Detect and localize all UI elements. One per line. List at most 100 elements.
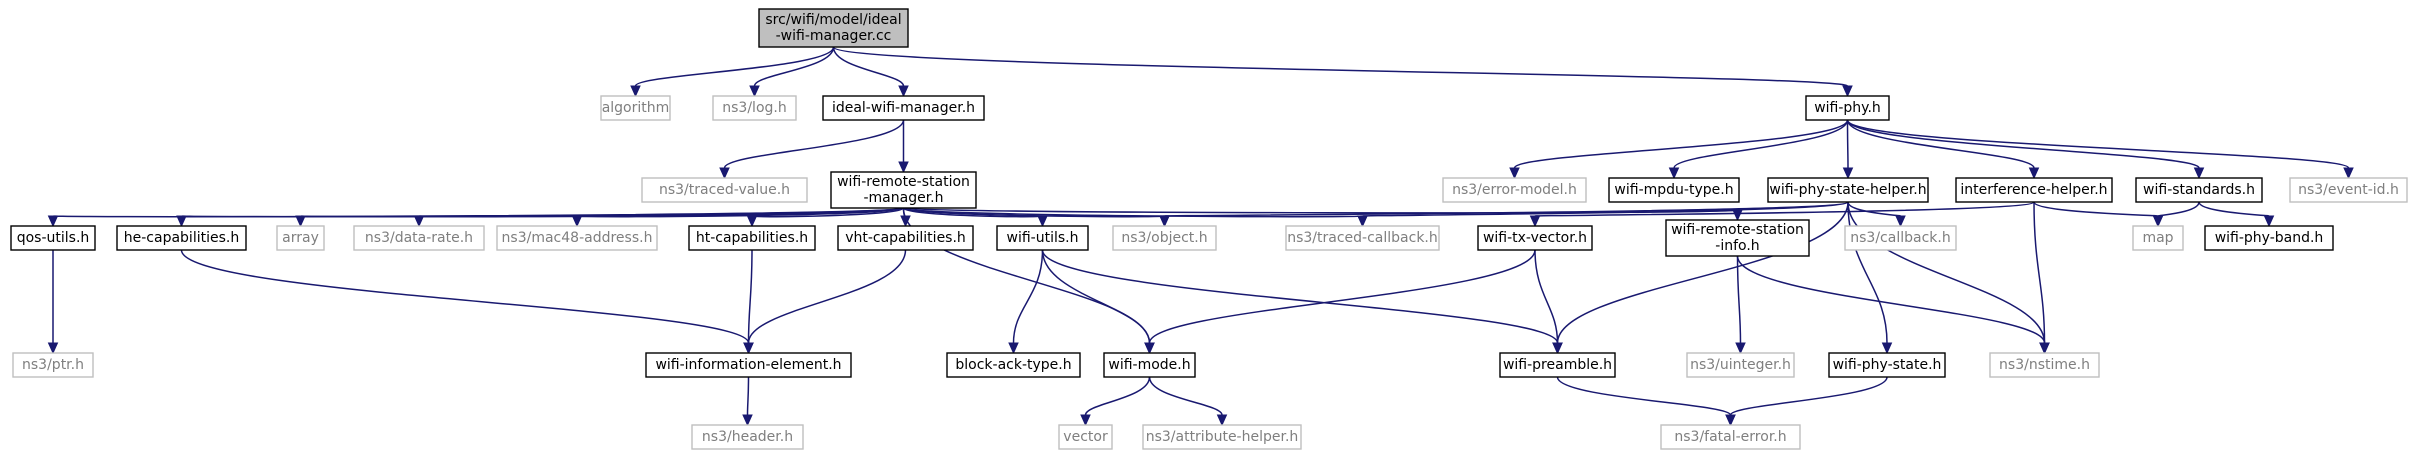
node-infoelem[interactable]: wifi-information-element.h bbox=[645, 352, 852, 378]
edge-phystatehelper-to-phystate bbox=[1847, 201, 1888, 344]
node-box-txvector bbox=[1477, 225, 1593, 251]
node-htcap[interactable]: ht-capabilities.h bbox=[688, 225, 816, 251]
node-box-standards bbox=[2135, 177, 2263, 203]
arrowhead-remotemgr-to-stationinfo bbox=[1732, 209, 1743, 222]
node-label-header: ns3/header.h bbox=[702, 429, 793, 445]
node-blockack[interactable]: block-ack-type.h bbox=[946, 352, 1081, 378]
node-box-attrhelper bbox=[1142, 424, 1302, 450]
arrowhead-root-to-ns3log bbox=[749, 85, 760, 98]
node-label-tracedvalue: ns3/traced-value.h bbox=[659, 182, 790, 198]
node-label-remotemgr: wifi-remote-station bbox=[837, 174, 970, 190]
edge-remotemgr-to-htcap bbox=[751, 207, 905, 218]
node-hecap[interactable]: he-capabilities.h bbox=[116, 225, 247, 251]
edge-stationinfo-to-nstime bbox=[1736, 255, 2046, 344]
node-interference[interactable]: interference-helper.h bbox=[1955, 177, 2113, 203]
arrowhead-remotemgr-to-hecap bbox=[176, 215, 187, 228]
node-idealmgr[interactable]: ideal-wifi-manager.h bbox=[822, 95, 985, 121]
node-box-phystatehelper bbox=[1767, 177, 1929, 203]
node-wifiphy[interactable]: wifi-phy.h bbox=[1805, 95, 1890, 121]
node-mac48: ns3/mac48-address.h bbox=[496, 225, 658, 251]
node-box-htcap bbox=[688, 225, 816, 251]
edges-layer bbox=[47, 46, 2354, 427]
node-box-algorithm bbox=[600, 95, 671, 121]
arrowhead-wifiutils-to-blockack bbox=[1008, 342, 1019, 355]
node-vector: vector bbox=[1058, 424, 1113, 450]
node-box-wifiutils bbox=[996, 225, 1089, 251]
node-box-ptr bbox=[12, 352, 94, 378]
edge-interference-to-map bbox=[2033, 201, 2159, 217]
arrowhead-wifiphy-to-standards bbox=[2193, 167, 2205, 180]
arrowhead-idealmgr-to-tracedvalue bbox=[719, 167, 730, 180]
node-box-stationinfo bbox=[1665, 219, 1810, 257]
node-ns3log: ns3/log.h bbox=[712, 95, 797, 121]
node-algorithm: algorithm bbox=[600, 95, 671, 121]
node-box-phystate bbox=[1828, 352, 1946, 378]
node-wifimode[interactable]: wifi-mode.h bbox=[1103, 352, 1196, 378]
arrowhead-interference-to-txvector bbox=[1529, 215, 1541, 228]
node-box-mac48 bbox=[496, 225, 658, 251]
node-root[interactable]: src/wifi/model/ideal-wifi-manager.cc bbox=[758, 8, 909, 48]
node-preamble[interactable]: wifi-preamble.h bbox=[1499, 352, 1616, 378]
arrowhead-wifimode-to-attrhelper bbox=[1216, 414, 1228, 427]
node-box-phyband bbox=[2204, 225, 2334, 251]
node-wifiutils[interactable]: wifi-utils.h bbox=[996, 225, 1089, 251]
node-box-infoelem bbox=[645, 352, 852, 378]
arrowhead-wifiphy-to-mpdutype bbox=[1668, 167, 1680, 180]
arrowhead-wifiphy-to-interference bbox=[2028, 167, 2040, 180]
node-label-tracedcb: ns3/traced-callback.h bbox=[1287, 230, 1438, 246]
node-box-preamble bbox=[1499, 352, 1616, 378]
node-phystatehelper[interactable]: wifi-phy-state-helper.h bbox=[1767, 177, 1929, 203]
edge-wifiphy-to-eventid bbox=[1846, 119, 2350, 169]
arrowhead-remotemgr-to-htcap bbox=[746, 215, 758, 228]
node-phyband[interactable]: wifi-phy-band.h bbox=[2204, 225, 2334, 251]
node-box-uinteger bbox=[1686, 352, 1795, 378]
arrowhead-phystatehelper-to-phystate bbox=[1881, 342, 1893, 355]
node-box-errormodel bbox=[1442, 177, 1587, 203]
edge-phystatehelper-to-nstime bbox=[1847, 201, 2046, 344]
edge-infoelem-to-header bbox=[746, 376, 750, 416]
node-label-mac48: ns3/mac48-address.h bbox=[502, 230, 653, 246]
node-label-blockack: block-ack-type.h bbox=[955, 357, 1071, 373]
arrowhead-root-to-idealmgr bbox=[898, 85, 909, 98]
node-box-vhtcap bbox=[837, 225, 974, 251]
node-object: ns3/object.h bbox=[1112, 225, 1217, 251]
edge-root-to-ns3log bbox=[753, 46, 835, 87]
arrowhead-txvector-to-preamble bbox=[1552, 342, 1563, 355]
node-label-phystatehelper: wifi-phy-state-helper.h bbox=[1769, 182, 1926, 198]
edge-wifiphy-to-interference bbox=[1846, 119, 2035, 169]
node-tracedcb: ns3/traced-callback.h bbox=[1285, 225, 1440, 251]
edge-wifiutils-to-blockack bbox=[1012, 249, 1044, 344]
node-box-header bbox=[691, 424, 804, 450]
edge-standards-to-phyband bbox=[2198, 201, 2270, 217]
node-label-phyband: wifi-phy-band.h bbox=[2215, 230, 2324, 246]
node-label-wifiphy: wifi-phy.h bbox=[1814, 100, 1881, 116]
edge-vhtcap-to-infoelem bbox=[747, 249, 907, 344]
node-label-eventid: ns3/event-id.h bbox=[2298, 182, 2399, 198]
arrowhead-remotemgr-to-qosutils bbox=[47, 215, 59, 228]
node-mpdutype[interactable]: wifi-mpdu-type.h bbox=[1608, 177, 1740, 203]
node-label-idealmgr: ideal-wifi-manager.h bbox=[832, 100, 975, 116]
edge-txvector-to-preamble bbox=[1534, 249, 1559, 344]
node-qosutils[interactable]: qos-utils.h bbox=[10, 225, 96, 251]
node-vhtcap[interactable]: vht-capabilities.h bbox=[837, 225, 974, 251]
arrowhead-phystate-to-fatalerror bbox=[1725, 414, 1736, 427]
edge-wifimode-to-attrhelper bbox=[1148, 376, 1223, 416]
node-box-root bbox=[758, 8, 909, 48]
node-label-uinteger: ns3/uinteger.h bbox=[1690, 357, 1791, 373]
node-label-vhtcap: vht-capabilities.h bbox=[845, 230, 966, 246]
node-nstime: ns3/nstime.h bbox=[1989, 352, 2100, 378]
node-box-vector bbox=[1058, 424, 1113, 450]
node-remotemgr[interactable]: wifi-remote-station-manager.h bbox=[830, 171, 977, 209]
edge-remotemgr-to-mac48 bbox=[576, 207, 905, 218]
node-label-hecap: he-capabilities.h bbox=[124, 230, 239, 246]
node-box-wifiphy bbox=[1805, 95, 1890, 121]
node-stationinfo[interactable]: wifi-remote-station-info.h bbox=[1665, 219, 1810, 257]
node-standards[interactable]: wifi-standards.h bbox=[2135, 177, 2263, 203]
node-phystate[interactable]: wifi-phy-state.h bbox=[1828, 352, 1946, 378]
nodes-layer: src/wifi/model/ideal-wifi-manager.cc algo… bbox=[10, 8, 2408, 450]
node-txvector[interactable]: wifi-tx-vector.h bbox=[1477, 225, 1593, 251]
node-box-tracedcb bbox=[1285, 225, 1440, 251]
arrowhead-standards-to-map bbox=[2152, 215, 2164, 228]
arrowhead-infoelem-to-header bbox=[742, 414, 753, 427]
edge-wifiphy-to-phystatehelper bbox=[1846, 119, 1849, 169]
